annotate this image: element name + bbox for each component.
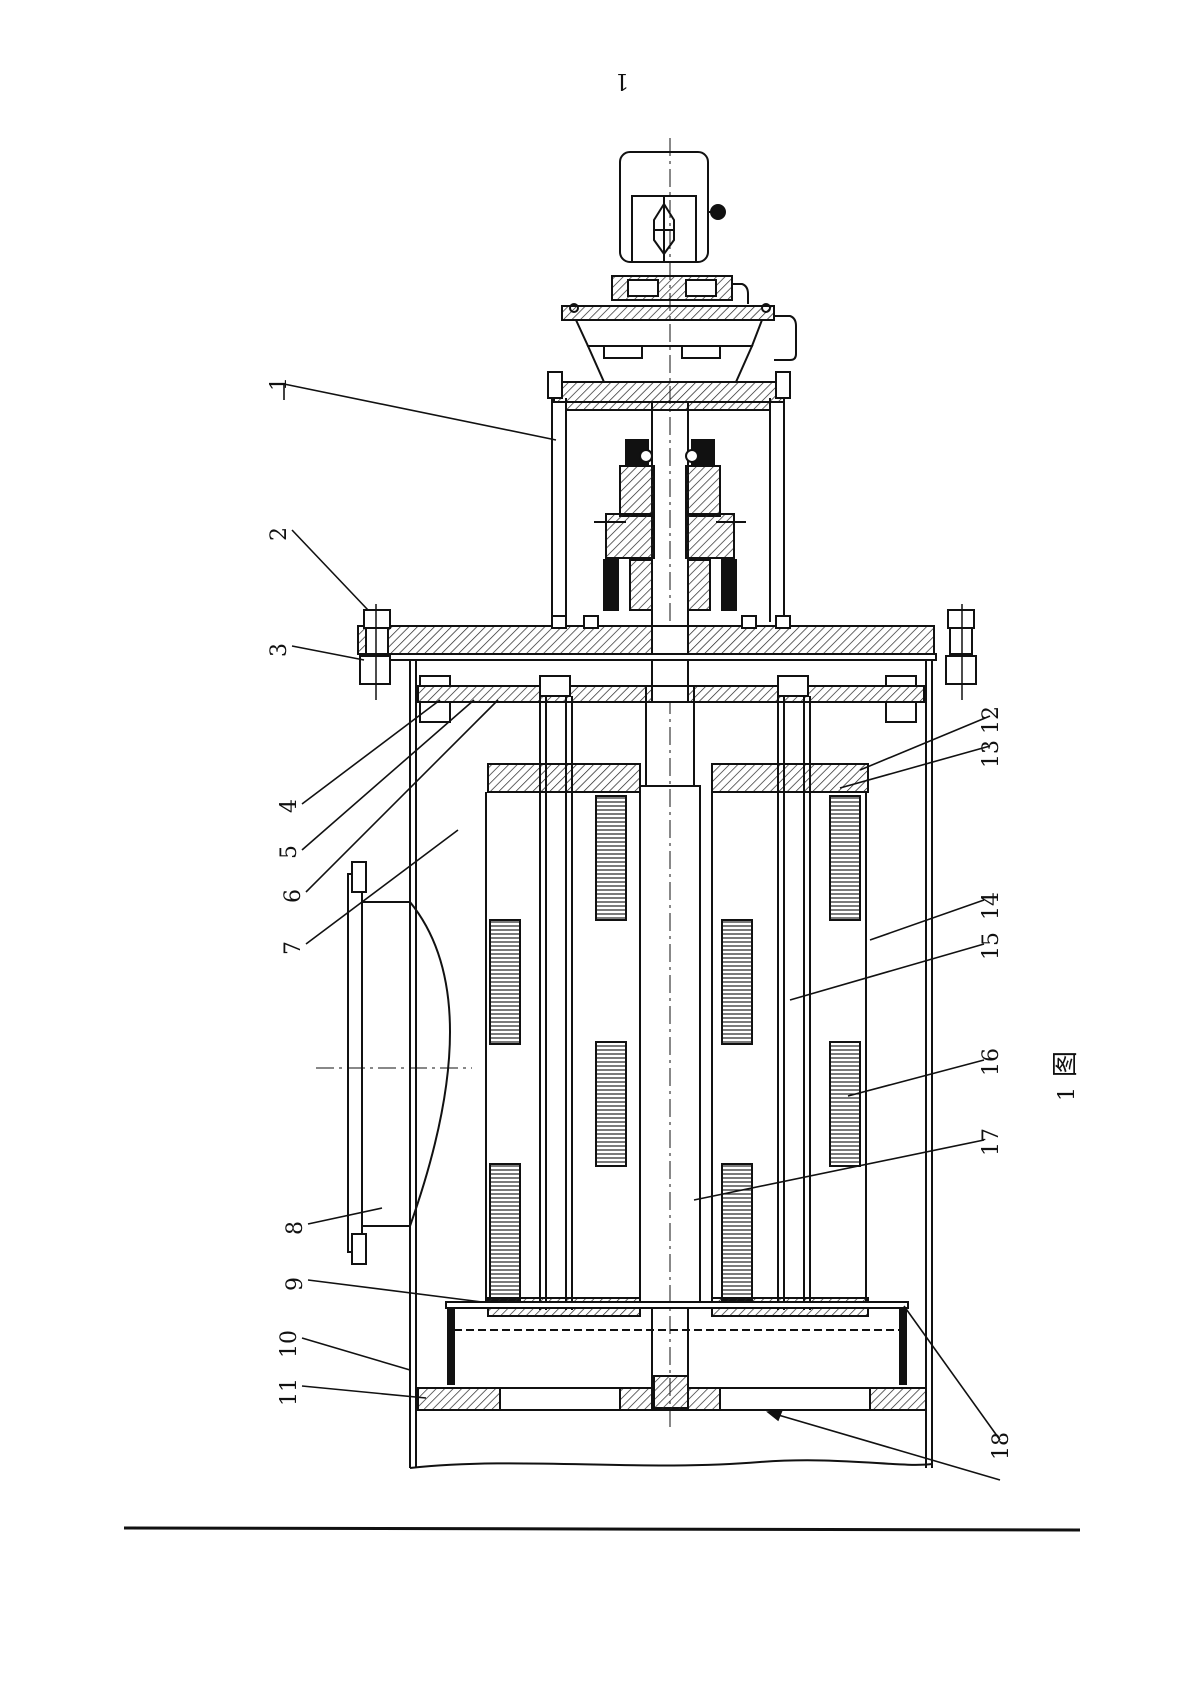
page-bottom-rule bbox=[123, 1526, 1081, 1532]
callout-16: 16 bbox=[979, 1048, 1004, 1076]
callout-7: 7 bbox=[281, 941, 306, 955]
callout-17: 17 bbox=[979, 1128, 1004, 1156]
right-callout-labels: 12 13 14 15 16 17 18 bbox=[979, 706, 1014, 1460]
right-callouts bbox=[693, 715, 1001, 1481]
figure-sublabel: 1 bbox=[1055, 1087, 1080, 1101]
callout-4: 4 bbox=[277, 799, 302, 813]
bottom-chamber bbox=[417, 1301, 927, 1411]
callout-13: 13 bbox=[979, 740, 1004, 768]
left-callout-labels: 1 2 3 4 5 6 7 8 9 10 11 bbox=[267, 377, 308, 1406]
callout-15: 15 bbox=[979, 932, 1004, 960]
filter-candle-left bbox=[485, 675, 641, 1317]
figure-label: 图 bbox=[1051, 1051, 1081, 1077]
callout-14: 14 bbox=[979, 892, 1004, 920]
filter-candle-right bbox=[711, 675, 869, 1317]
left-callouts bbox=[283, 383, 557, 1399]
inlet-nozzle bbox=[316, 861, 472, 1265]
lantern-housing bbox=[547, 371, 791, 633]
reducer bbox=[553, 275, 797, 403]
callout-1: 1 bbox=[267, 377, 292, 391]
callout-2: 2 bbox=[267, 527, 292, 541]
filter-shell bbox=[409, 660, 933, 1469]
callout-11: 11 bbox=[277, 1378, 302, 1406]
callout-8: 8 bbox=[283, 1221, 308, 1235]
callout-6: 6 bbox=[281, 889, 306, 903]
page-top-number: 1 bbox=[615, 68, 629, 93]
motor bbox=[619, 151, 726, 263]
callout-10: 10 bbox=[277, 1330, 302, 1358]
callout-3: 3 bbox=[267, 643, 292, 657]
callout-18: 18 bbox=[989, 1432, 1014, 1460]
callout-12: 12 bbox=[979, 706, 1004, 734]
callout-9: 9 bbox=[283, 1277, 308, 1291]
callout-5: 5 bbox=[277, 845, 302, 859]
top-cover-flange bbox=[357, 604, 977, 700]
